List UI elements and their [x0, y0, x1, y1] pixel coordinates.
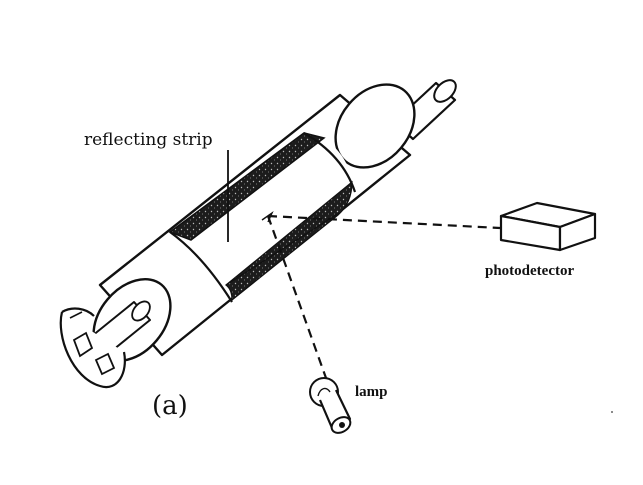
reflecting-strip-label: reflecting strip: [84, 130, 213, 150]
lamp-bulb: [309, 377, 352, 434]
photodetector-label: photodetector: [485, 263, 574, 279]
lamp-label: lamp: [355, 384, 388, 400]
reflecting-strip-band: [168, 132, 357, 303]
panel-label: (a): [152, 391, 188, 421]
light-paths: [266, 214, 501, 379]
photodetector-box: [499, 201, 597, 252]
stray-mark: [611, 411, 613, 413]
toothed-wheel: [59, 307, 126, 389]
